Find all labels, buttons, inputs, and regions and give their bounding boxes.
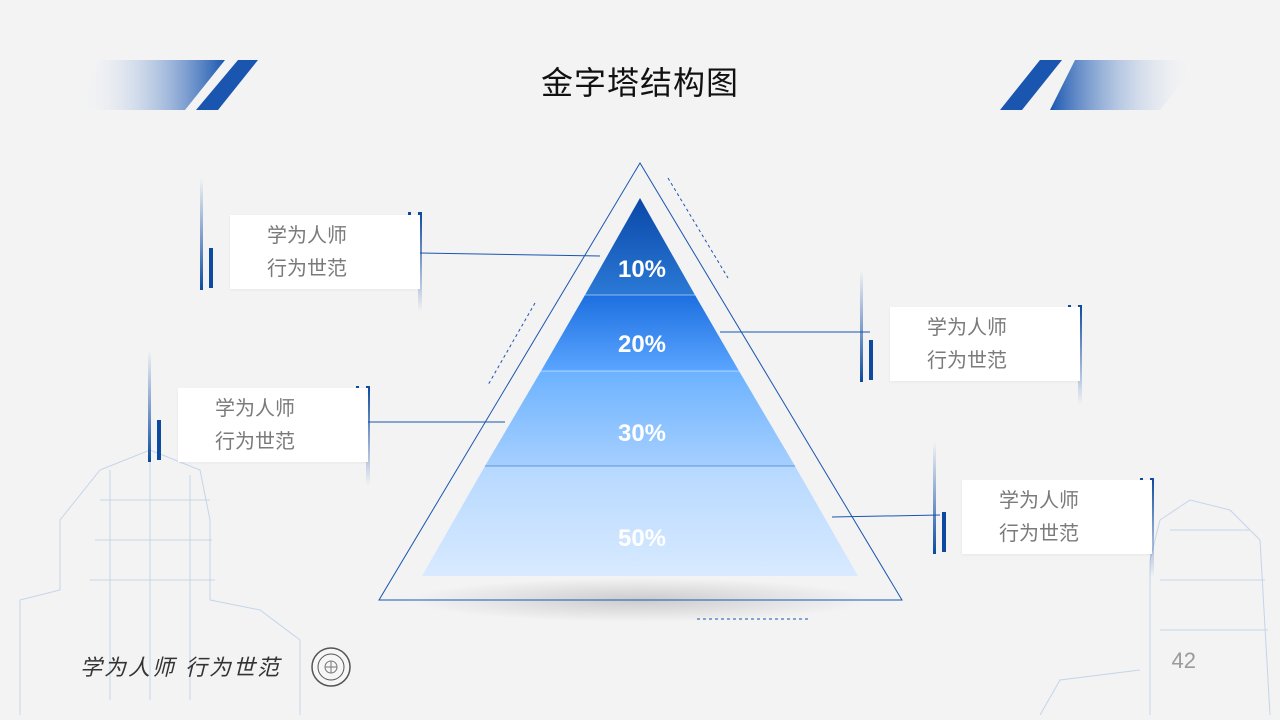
connector-1 [419, 252, 601, 257]
level-3-value: 30% [618, 420, 666, 447]
label-1-line-2: 行为世范 [267, 256, 347, 280]
level-2-value: 20% [618, 331, 666, 358]
pyramid-level-3: 30% [485, 371, 795, 466]
page-title: 金字塔结构图 [540, 64, 739, 102]
pyramid-outline [378, 162, 903, 601]
level-4-value: 50% [618, 525, 666, 552]
label-3-line-2: 行为世范 [215, 429, 295, 453]
level-1-value: 10% [618, 256, 666, 283]
label-box-1: 学为人师 行为世范 [230, 215, 420, 289]
label-4-line-2: 行为世范 [999, 521, 1079, 545]
label-box-3: 学为人师 行为世范 [178, 388, 368, 462]
pyramid-level-2: 20% [541, 295, 739, 371]
connector-4 [831, 514, 941, 518]
footer-motto: 学为人师 行为世范 [80, 656, 281, 681]
label-2-line-2: 行为世范 [927, 348, 1007, 372]
pyramid-level-4: 50% [422, 466, 858, 576]
page-number: 42 [1171, 648, 1196, 673]
label-box-4: 学为人师 行为世范 [962, 480, 1152, 554]
label-4-line-1: 学为人师 [999, 488, 1079, 512]
label-3-line-1: 学为人师 [215, 396, 295, 420]
label-2-line-1: 学为人师 [927, 315, 1007, 339]
label-box-2: 学为人师 行为世范 [890, 307, 1080, 381]
label-1-line-1: 学为人师 [267, 223, 347, 247]
pyramid-level-1: 10% [585, 198, 695, 295]
university-seal-icon [311, 647, 351, 687]
